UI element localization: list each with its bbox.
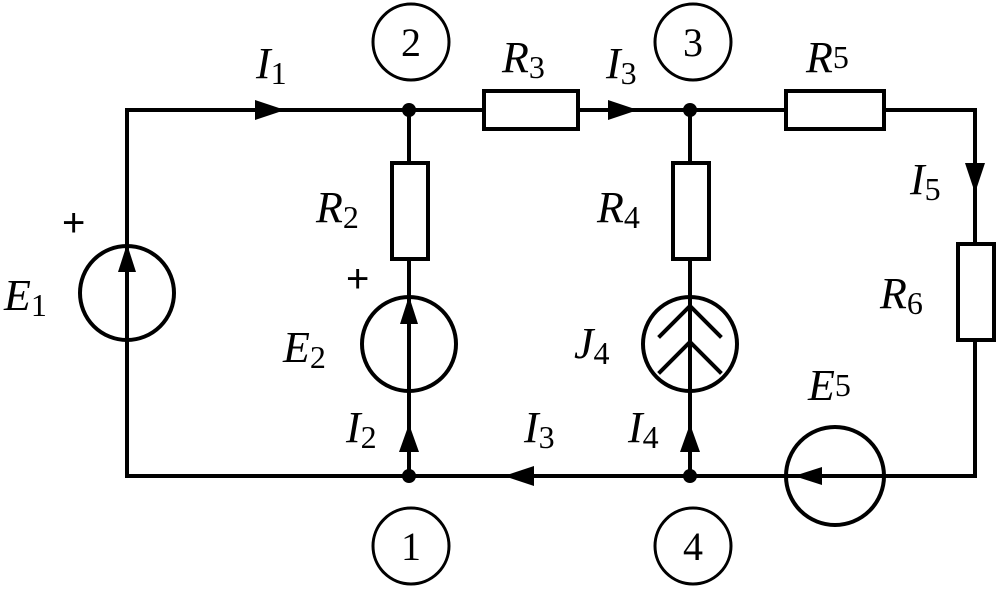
junction-node-3 bbox=[683, 103, 697, 117]
node-labels: 2 3 1 4 bbox=[371, 2, 733, 586]
label-i5: I5 bbox=[909, 155, 941, 207]
label-e2: E2 bbox=[282, 323, 326, 375]
label-i3-bottom: I3 bbox=[523, 403, 555, 455]
current-i3-top-arrow-icon bbox=[608, 100, 638, 120]
label-j4: J4 bbox=[574, 319, 610, 371]
source-j4-chevron-icon-2 bbox=[657, 339, 723, 375]
node-4-label: 4 bbox=[683, 524, 703, 569]
source-e2-arrow-icon bbox=[400, 296, 418, 324]
label-r6: R6 bbox=[879, 269, 923, 321]
node-1-circle bbox=[371, 506, 451, 586]
label-i2: I2 bbox=[345, 403, 377, 455]
current-arrows bbox=[255, 100, 985, 486]
label-e1: E1 bbox=[3, 271, 47, 323]
source-j4-chevron-icon bbox=[657, 303, 723, 339]
label-r2: R2 bbox=[315, 183, 359, 235]
junction-node-2 bbox=[402, 103, 416, 117]
e1-plus-sign: + bbox=[62, 201, 85, 245]
label-r4: R4 bbox=[596, 183, 640, 235]
source-e5-arrow-icon bbox=[794, 467, 822, 485]
current-i4-arrow-icon bbox=[680, 424, 700, 452]
node-2-circle bbox=[371, 2, 451, 82]
resistor-r6 bbox=[956, 242, 996, 342]
current-i5-arrow-icon bbox=[965, 163, 985, 193]
junction-node-1 bbox=[402, 469, 416, 483]
resistor-r3 bbox=[482, 89, 580, 131]
component-labels: E1 E2 E5 J4 R2 R3 R4 R5 R6 I1 I2 I3 I3 I… bbox=[3, 33, 941, 455]
label-e5: E5 bbox=[807, 361, 851, 410]
current-i1-arrow-icon bbox=[255, 100, 285, 120]
label-i4: I4 bbox=[627, 403, 659, 455]
current-i2-arrow-icon bbox=[399, 424, 419, 452]
node-3-label: 3 bbox=[683, 20, 703, 65]
label-r3: R3 bbox=[501, 33, 545, 85]
node-3-circle bbox=[653, 2, 733, 82]
e2-plus-sign: + bbox=[346, 257, 369, 301]
node-4-circle bbox=[653, 506, 733, 586]
resistor-r5 bbox=[784, 89, 886, 131]
label-r5: R5 bbox=[805, 33, 849, 82]
node-1-label: 1 bbox=[401, 524, 421, 569]
label-i1: I1 bbox=[255, 39, 287, 91]
junctions bbox=[402, 103, 697, 483]
source-e1-arrow-icon bbox=[118, 244, 136, 272]
node-2-label: 2 bbox=[401, 20, 421, 65]
source-j4 bbox=[641, 295, 739, 393]
resistors bbox=[390, 89, 996, 342]
current-i3-bottom-arrow-icon bbox=[504, 466, 534, 486]
resistor-r2 bbox=[390, 161, 430, 261]
resistor-r4 bbox=[671, 161, 711, 261]
junction-node-4 bbox=[683, 469, 697, 483]
source-e5 bbox=[784, 425, 886, 527]
source-e2 bbox=[360, 295, 458, 393]
label-i3-top: I3 bbox=[605, 39, 637, 91]
source-e1 bbox=[78, 244, 176, 342]
